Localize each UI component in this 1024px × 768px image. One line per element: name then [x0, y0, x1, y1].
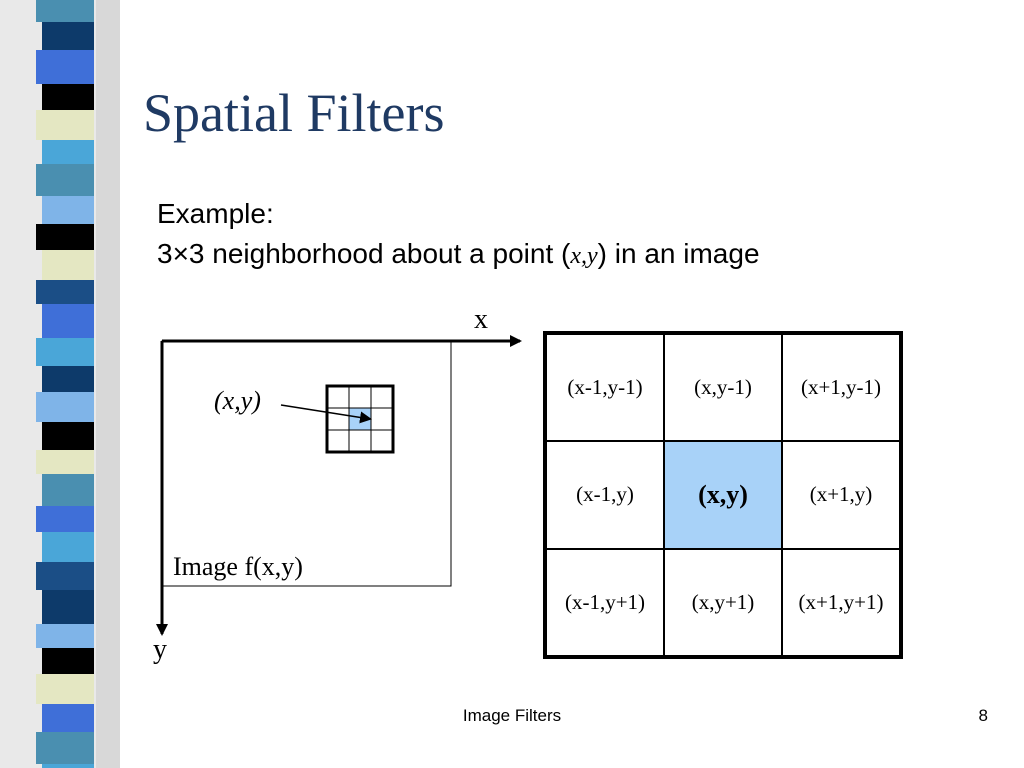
page-number: 8 — [978, 706, 988, 725]
point-label: (x,y) — [214, 386, 261, 415]
image-label: Image f(x,y) — [173, 552, 303, 581]
cell-top-left: (x-1,y-1) — [546, 334, 664, 442]
y-axis-label: y — [153, 634, 167, 665]
neighborhood-coordinate-grid: (x-1,y-1) (x,y-1) (x+1,y-1) (x-1,y) (x,y… — [543, 331, 903, 659]
slide-title: Spatial Filters — [143, 83, 445, 143]
cell-bottom-right: (x+1,y+1) — [782, 548, 900, 656]
cell-top-right: (x+1,y-1) — [782, 334, 900, 442]
image-frame — [161, 340, 452, 587]
cell-top-center: (x,y-1) — [664, 334, 782, 442]
x-axis-label: x — [474, 304, 488, 335]
example-description: 3×3 neighborhood about a point (x,y) in … — [157, 238, 760, 271]
cell-bottom-left: (x-1,y+1) — [546, 548, 664, 656]
cell-center: (x,y) — [664, 441, 782, 549]
cell-bottom-center: (x,y+1) — [664, 548, 782, 656]
cell-middle-left: (x-1,y) — [546, 441, 664, 549]
example-text-post: ) in an image — [597, 238, 760, 269]
decorative-side-stripe — [0, 0, 120, 768]
example-text-pre: 3×3 neighborhood about a point ( — [157, 238, 571, 269]
small-neighborhood-grid — [325, 384, 395, 454]
example-label: Example: — [157, 198, 274, 229]
cell-middle-right: (x+1,y) — [782, 441, 900, 549]
footer-title: Image Filters — [462, 706, 562, 725]
example-point: x,y — [570, 243, 598, 269]
point-pointer-arrow — [280, 404, 372, 424]
